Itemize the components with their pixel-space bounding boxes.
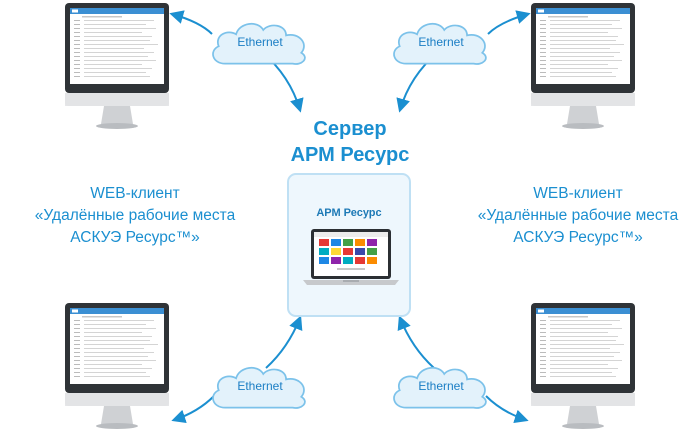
monitor-icon-bottom-left xyxy=(65,303,169,429)
arrow-icon-tr-monitor xyxy=(487,10,531,35)
ethernet-label-top-left: Ethernet xyxy=(237,35,283,49)
web-client-left: WEB-клиент «Удалённые рабочие места АСКУ… xyxy=(30,183,240,249)
web-client-right: WEB-клиент «Удалённые рабочие места АСКУ… xyxy=(473,183,683,249)
web-client-right-line1: WEB-клиент xyxy=(533,185,623,202)
server-title: Сервер АРМ Ресурс xyxy=(250,116,450,168)
arrow-icon-br-server xyxy=(397,315,435,369)
monitor-icon-top-left xyxy=(65,3,169,129)
web-client-right-line3: АСКУЭ Ресурс™» xyxy=(513,229,643,246)
arrow-icon-tl-monitor xyxy=(169,10,213,35)
arrow-icon-br-monitor xyxy=(485,395,529,424)
arrow-icon-bl-server xyxy=(265,315,303,369)
ethernet-label-top-right: Ethernet xyxy=(418,35,464,49)
web-client-left-line2: «Удалённые рабочие места xyxy=(34,207,236,224)
ethernet-label-bottom-right: Ethernet xyxy=(418,379,464,393)
monitor-icon-top-right xyxy=(531,3,635,129)
web-client-right-line2: «Удалённые рабочие места xyxy=(477,207,679,224)
monitor-icon-bottom-right xyxy=(531,303,635,429)
laptop-icon xyxy=(303,229,399,285)
server-title-line1: Сервер xyxy=(313,118,387,140)
web-client-left-line1: WEB-клиент xyxy=(90,185,180,202)
server-box: АРМ Ресурс xyxy=(287,173,411,317)
web-client-left-line3: АСКУЭ Ресурс™» xyxy=(70,229,200,246)
ethernet-label-bottom-left: Ethernet xyxy=(237,379,283,393)
arrow-icon-bl-monitor xyxy=(171,395,215,424)
server-title-line2: АРМ Ресурс xyxy=(290,144,410,166)
server-box-label: АРМ Ресурс xyxy=(316,207,382,219)
